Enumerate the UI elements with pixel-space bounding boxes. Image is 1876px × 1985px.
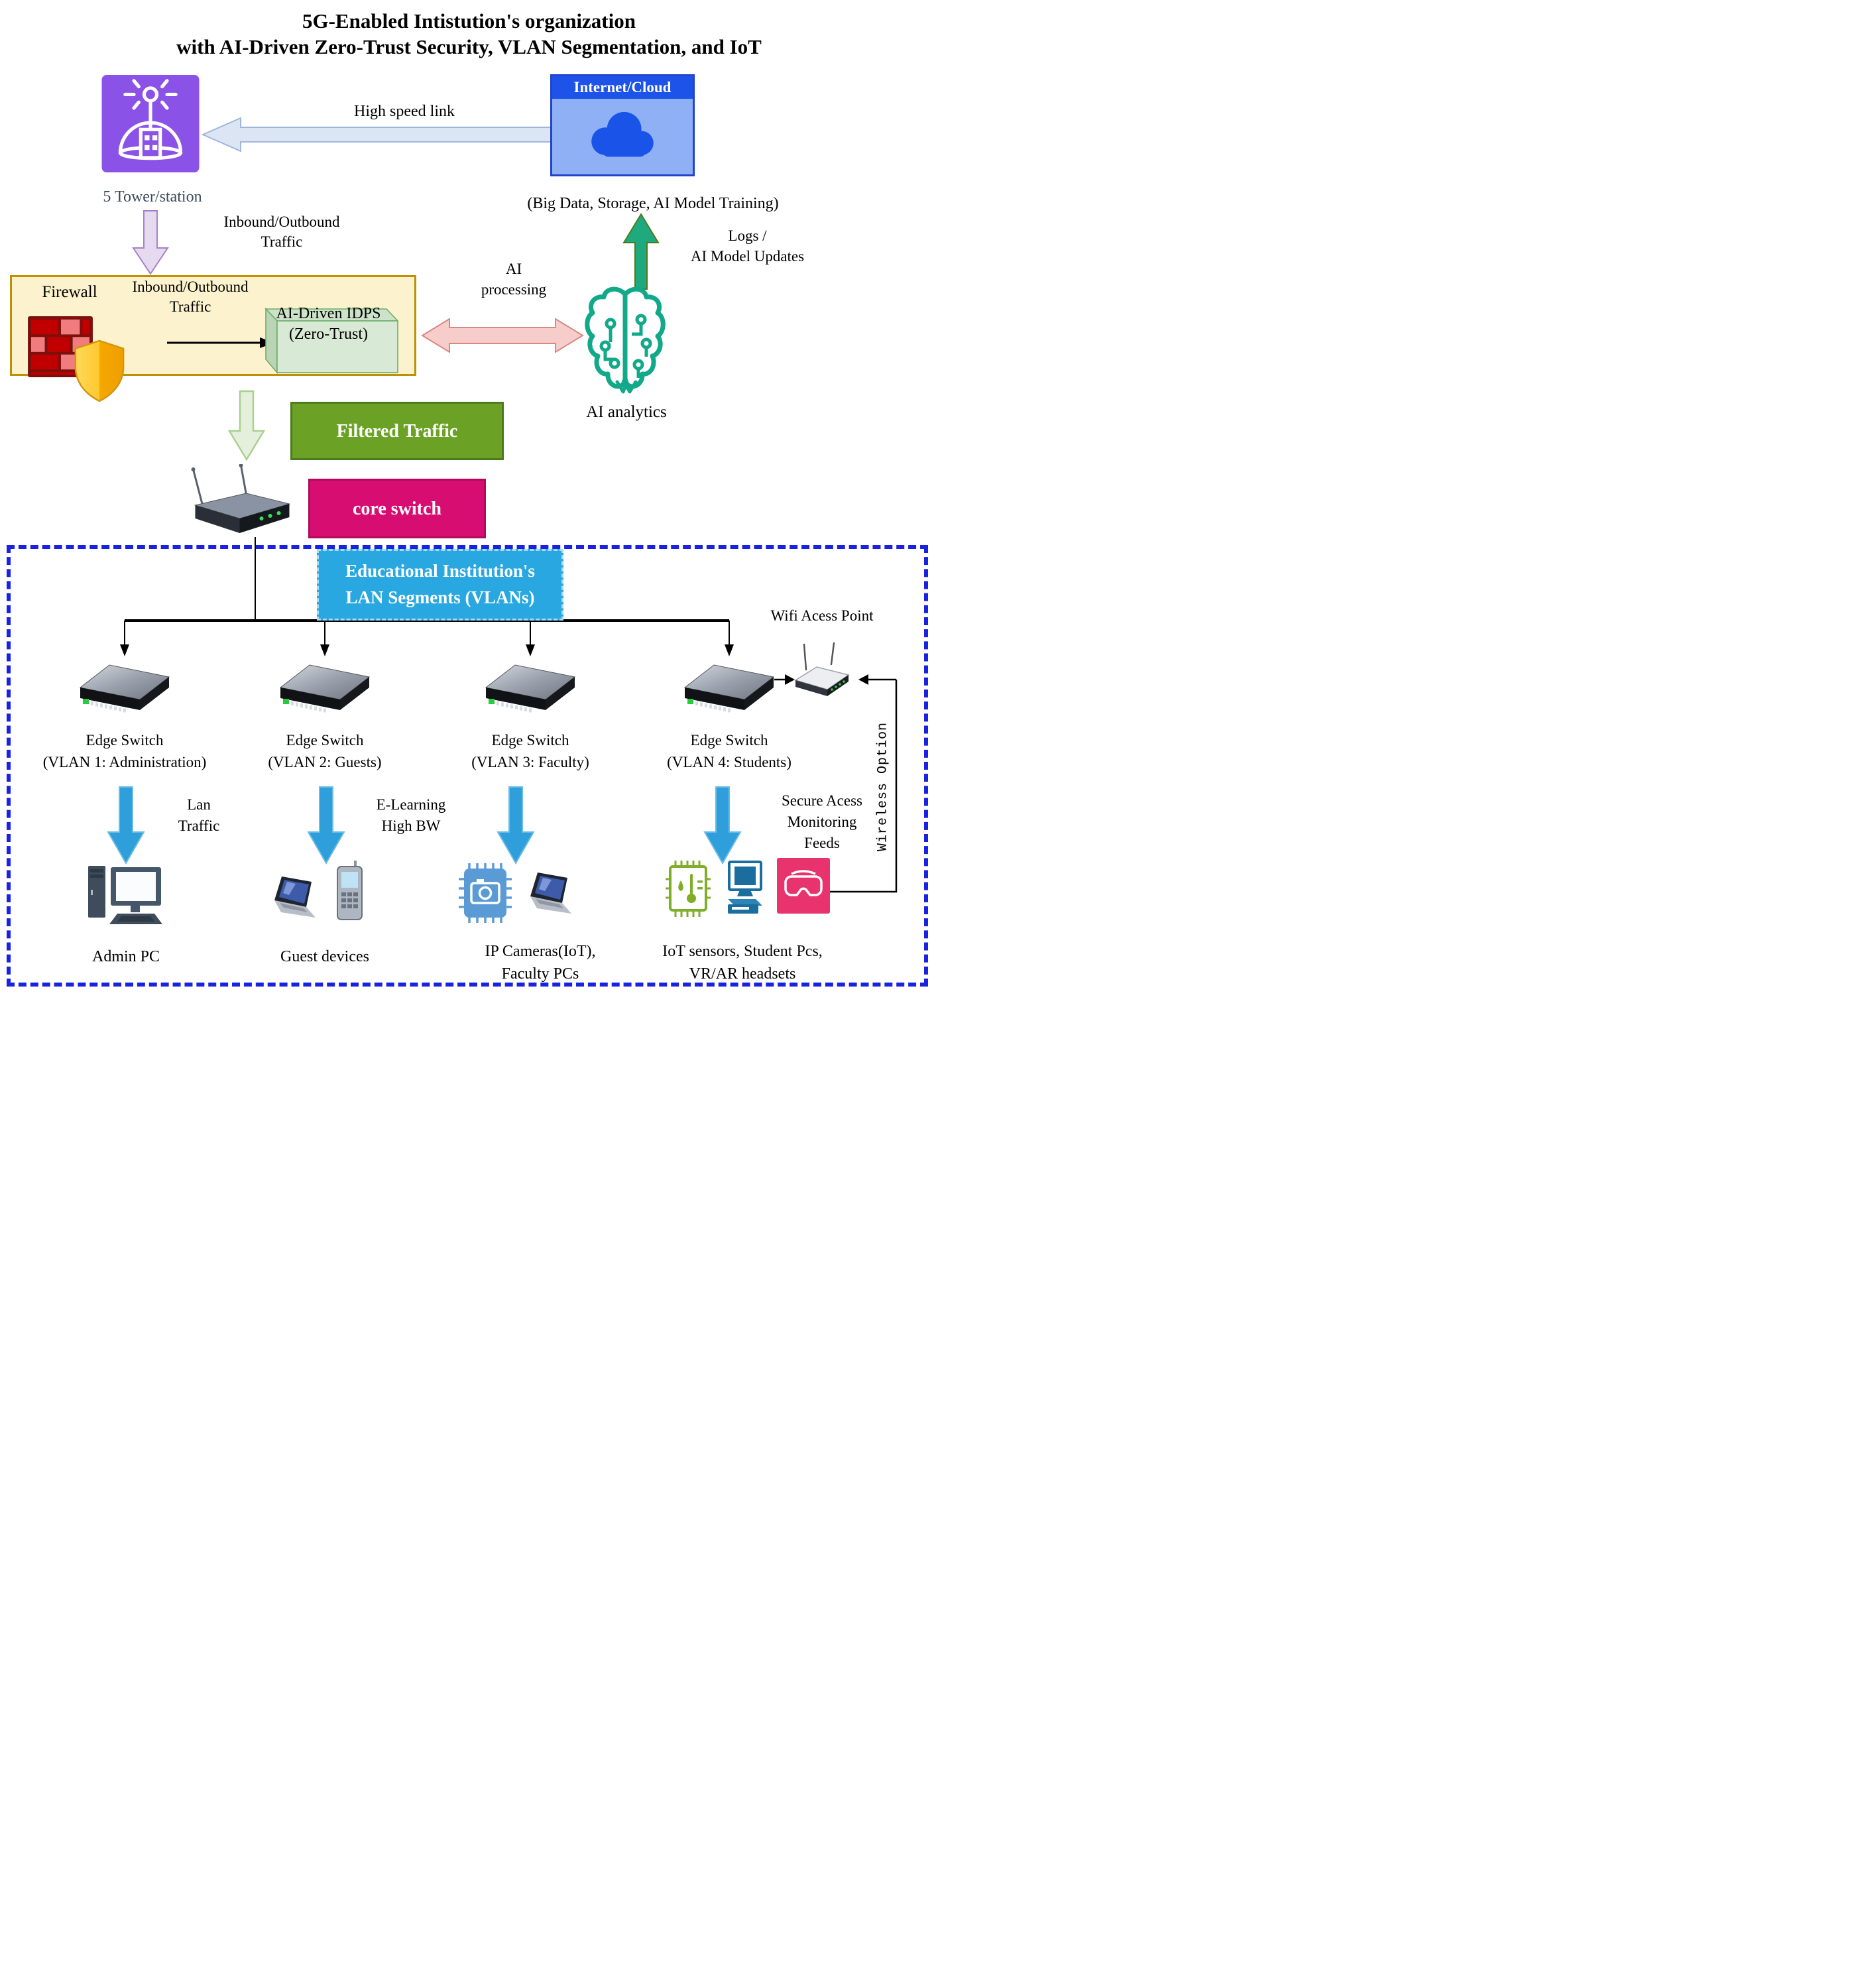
- faculty-laptop-icon: [530, 872, 571, 914]
- vlan4-traffic-arrow: [703, 786, 742, 865]
- filtered-traffic-arrow: [227, 390, 266, 461]
- edge-switch-icon-vlan2: [279, 664, 371, 713]
- cloud-subtitle: (Big Data, Storage, AI Model Training): [527, 195, 779, 212]
- firewall-shield-icon: [74, 339, 125, 402]
- iot-sensor-chip-icon: [666, 861, 711, 917]
- vlan3-switch-label: Edge Switch (VLAN 3: Faculty): [471, 732, 589, 770]
- title-line2: with AI-Driven Zero-Trust Security, VLAN…: [176, 35, 762, 58]
- inbound-outbound-label-outer: Inbound/Outbound Traffic: [223, 213, 340, 250]
- vlan1-traffic-arrow: [107, 786, 145, 865]
- guest-phone-icon: [337, 861, 363, 920]
- vr-headset-icon: [777, 858, 830, 914]
- vlan2-switch-label: Edge Switch (VLAN 2: Guests): [268, 732, 382, 770]
- edge-switch-icon-vlan1: [79, 664, 170, 713]
- filtered-traffic-box: Filtered Traffic: [290, 402, 504, 460]
- firewall-label: Firewall: [42, 283, 97, 301]
- edge-switch-icon-vlan4: [683, 664, 775, 713]
- vlan4-switch-label: Edge Switch (VLAN 4: Students): [667, 732, 791, 770]
- vlan2-traffic-label: E-Learning High BW: [376, 796, 446, 834]
- vlan1-traffic-label: Lan Traffic: [178, 796, 220, 834]
- guest-laptop-icon: [274, 876, 316, 918]
- ai-processing-double-arrow: [421, 318, 584, 353]
- idps-label: AI-Driven IDPS (Zero-Trust): [276, 305, 381, 343]
- admin-pc-icon: [88, 866, 162, 924]
- vlan1-device-label: Admin PC: [91, 948, 160, 965]
- internet-cloud-box: Internet/Cloud: [550, 74, 695, 176]
- logs-up-arrow: [622, 213, 660, 290]
- vlan2-traffic-arrow: [307, 786, 345, 865]
- internet-cloud-title: Internet/Cloud: [552, 76, 693, 99]
- core-switch-box: core switch: [308, 479, 486, 538]
- vlan4-device-label: IoT sensors, Student Pcs, VR/AR headsets: [662, 943, 823, 983]
- vlan1-switch-label: Edge Switch (VLAN 1: Administration): [42, 732, 207, 770]
- title-line1: 5G-Enabled Intistution's organization: [302, 9, 636, 32]
- inbound-down-arrow: [132, 210, 169, 275]
- cloud-icon: [591, 111, 654, 157]
- lan-segments-container: [7, 545, 928, 987]
- edge-switch-icon-vlan3: [485, 664, 576, 713]
- wifi-access-point-label: Wifi Acess Point: [770, 607, 874, 624]
- vlan4-traffic-label: Secure Acess Monitoring Feeds: [782, 792, 862, 851]
- ai-brain-icon: [585, 286, 666, 394]
- 5g-tower-icon: [101, 75, 200, 172]
- page-title: 5G-Enabled Intistution's organization wi…: [0, 8, 938, 60]
- wifi-access-point-icon: [794, 642, 850, 696]
- high-speed-link-label: High speed link: [354, 103, 455, 120]
- lan-segments-header: Educational Institution's LAN Segments (…: [317, 549, 563, 621]
- ip-camera-chip-icon: [459, 863, 512, 923]
- ai-processing-label: AI processing: [481, 261, 547, 298]
- ai-analytics-label: AI analytics: [586, 403, 667, 421]
- inbound-outbound-label-inner: Inbound/Outbound Traffic: [132, 278, 249, 315]
- logs-updates-label: Logs / AI Model Updates: [690, 227, 805, 265]
- student-pc-icon: [728, 861, 762, 914]
- core-switch-icon: [191, 464, 291, 533]
- tower-label: 5 Tower/station: [103, 188, 202, 206]
- vlan3-traffic-arrow: [497, 786, 535, 865]
- high-speed-link-arrow: [201, 117, 552, 152]
- diagram-canvas: 5G-Enabled Intistution's organization wi…: [0, 0, 938, 992]
- vlan2-device-label: Guest devices: [280, 948, 369, 965]
- vlan3-device-label: IP Cameras(IoT), Faculty PCs: [485, 943, 596, 983]
